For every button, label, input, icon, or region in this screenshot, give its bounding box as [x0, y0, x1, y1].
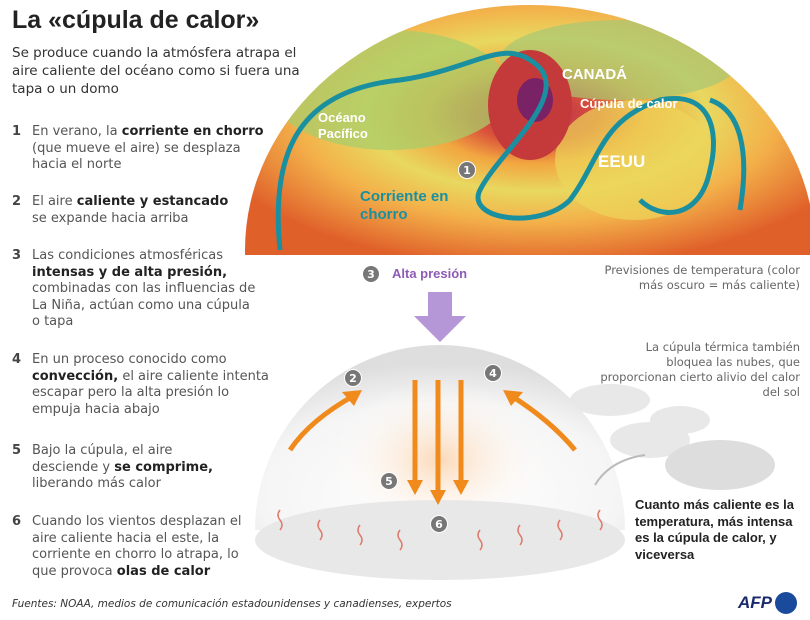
step-badge-3: 3 — [362, 265, 380, 283]
convection-arrows — [287, 380, 577, 490]
step-badge-6: 6 — [430, 515, 448, 533]
step-badge-1: 1 — [458, 161, 476, 179]
ground — [255, 500, 625, 580]
subtitle: Se produce cuando la atmósfera atrapa el… — [12, 45, 300, 97]
cool-region — [270, 30, 510, 150]
clouds — [570, 384, 775, 490]
heat-waves — [277, 509, 603, 551]
page-title: La «cúpula de calor» — [12, 6, 260, 34]
cloud-note: La cúpula térmica también bloquea las nu… — [600, 340, 800, 399]
heat-dome-label: Cúpula de calor — [580, 96, 678, 111]
high-pressure-label: Alta presión — [392, 266, 468, 281]
afp-logo: AFP — [738, 592, 797, 614]
step-badge-4: 4 — [484, 364, 502, 382]
temperature-map — [245, 5, 810, 255]
heat-dome-diagram — [255, 345, 775, 580]
ocean-label: Océano Pacífico — [318, 110, 368, 141]
step-badge-5: 5 — [380, 472, 398, 490]
canada-label: CANADÁ — [562, 66, 627, 83]
step-badge-2: 2 — [344, 369, 362, 387]
forecast-note: Previsiones de temperatura (color más os… — [604, 263, 800, 292]
jet-stream-label: Corriente en chorro — [360, 188, 449, 223]
conclusion-text: Cuanto más caliente es la temperatura, m… — [635, 497, 794, 562]
pressure-arrow-icon — [414, 292, 466, 342]
source-note: Fuentes: NOAA, medios de comunicación es… — [12, 598, 452, 610]
jet-stream-path — [275, 50, 716, 251]
usa-label: EEUU — [598, 152, 646, 171]
cloud-arrow-icon — [594, 454, 646, 486]
